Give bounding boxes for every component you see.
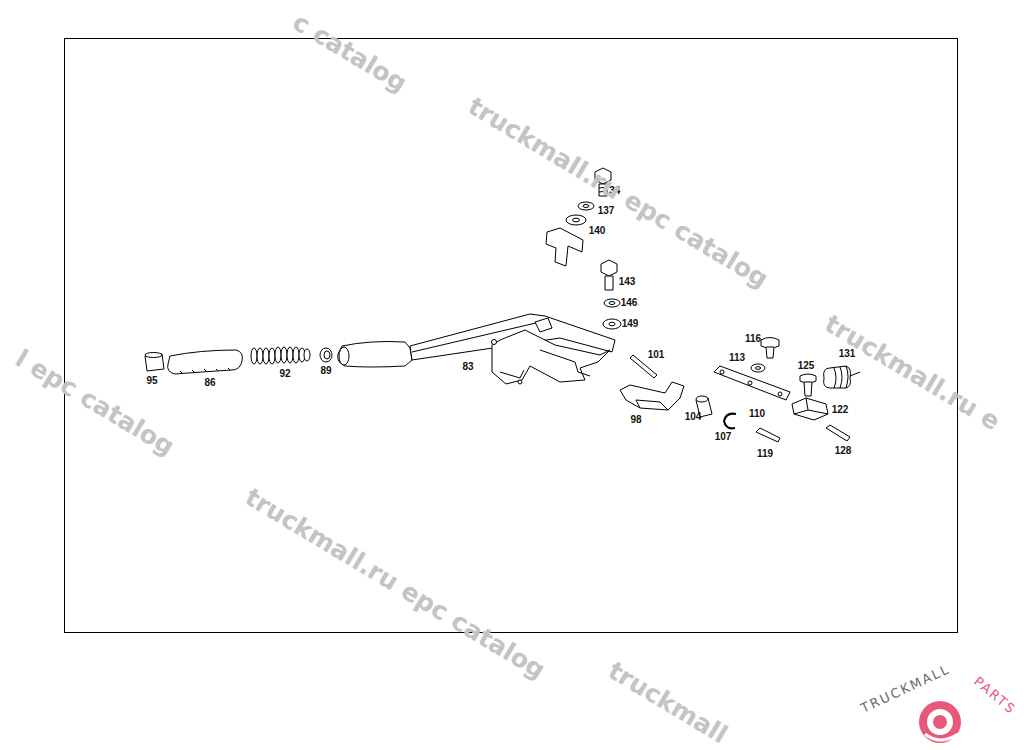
watermark-text: c catalog: [289, 8, 411, 95]
logo-text: PARTS: [972, 674, 1019, 716]
callout-number: 101: [648, 350, 665, 360]
callout-number: 122: [832, 405, 849, 415]
parts: [145, 168, 860, 442]
logo-text: TRUCKMALL: [858, 662, 951, 715]
callout-number: 110: [749, 409, 765, 419]
callout-number: 146: [621, 298, 638, 308]
callout-number: 128: [835, 446, 852, 456]
watermark-text: truckmall.ru epc catalog: [464, 93, 772, 292]
watermark-text: truckmall.ru e: [820, 310, 1003, 434]
callout-number: 143: [619, 277, 636, 287]
watermark-text: truckmall: [604, 657, 731, 747]
callout-number: 92: [279, 369, 290, 379]
callout-number: 137: [598, 206, 615, 216]
callout-number: 86: [204, 378, 215, 388]
watermark-text: truckmall.ru epc catalog: [241, 484, 549, 683]
callout-number: 104: [685, 412, 702, 422]
callout-number: 125: [798, 361, 815, 371]
frame: [65, 39, 958, 633]
callout-number: 95: [146, 376, 157, 386]
watermark-text: l epc catalog: [11, 345, 178, 459]
callout-number: 89: [320, 366, 331, 376]
callout-number: 119: [757, 449, 773, 459]
callout-number: 149: [622, 319, 639, 329]
callout-number: 107: [715, 432, 732, 442]
callout-number: 98: [630, 415, 641, 425]
callout-number: 116: [745, 334, 761, 344]
callout-number: 140: [589, 226, 606, 236]
logo-gear: [919, 701, 961, 743]
callout-number: 113: [729, 353, 745, 363]
callout-number: 83: [462, 362, 473, 372]
